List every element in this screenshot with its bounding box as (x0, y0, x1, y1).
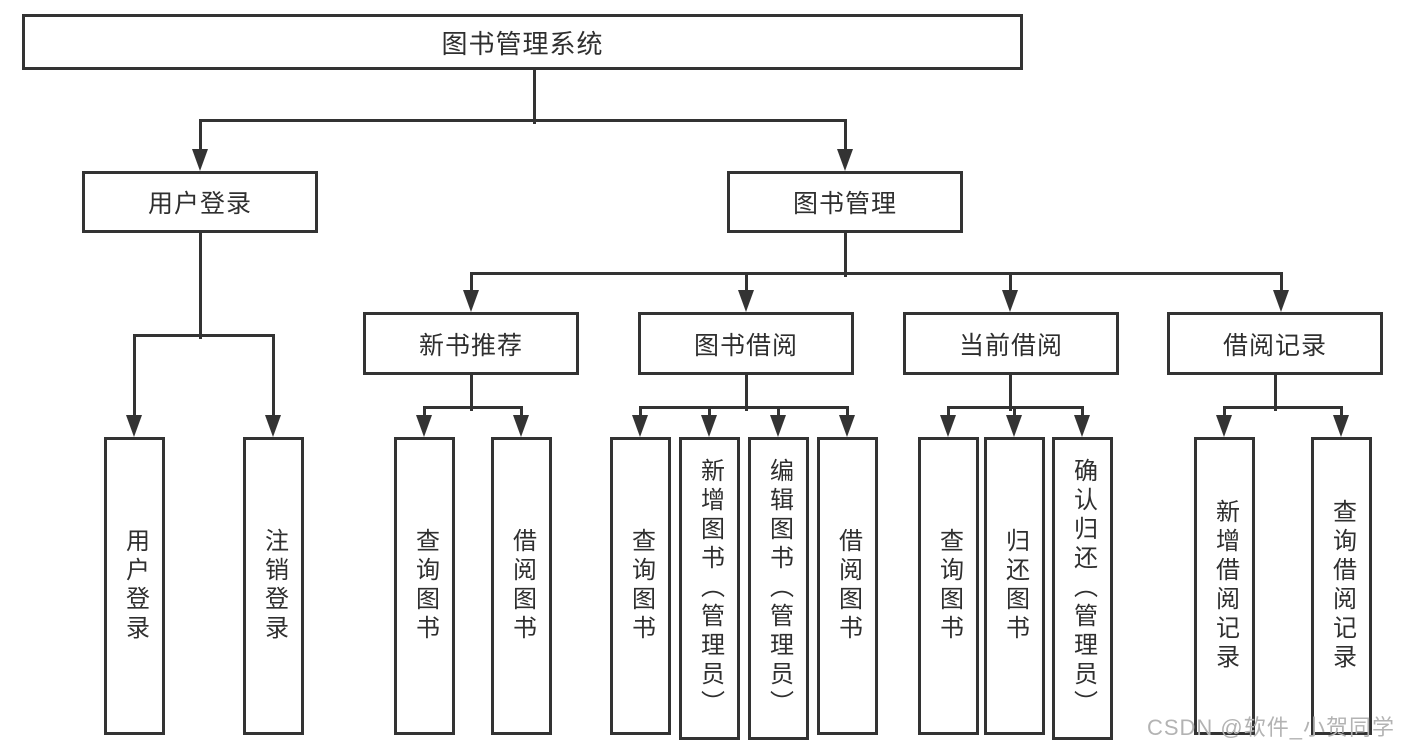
connector-arrow-stem (638, 405, 642, 417)
connector-hline (198, 118, 847, 122)
arrow-head (416, 415, 432, 437)
connector-arrow-stem (946, 405, 950, 417)
arrow-head (1333, 415, 1349, 437)
node-label: 图书管理 (792, 190, 897, 218)
connector-vline (532, 70, 536, 124)
connector-hline (469, 271, 1283, 275)
node-leaf-cb-query: 查询图书 (918, 437, 979, 735)
connector-arrow-stem (744, 271, 748, 292)
node-current-borrow: 当前借阅 (903, 312, 1119, 375)
node-borrow-records: 借阅记录 (1167, 312, 1383, 375)
node-label: 确认归还（管理员） (1069, 458, 1097, 719)
node-label: 当前借阅 (958, 331, 1063, 360)
arrow-head (770, 415, 786, 437)
arrow-head (839, 415, 855, 437)
connector-vline (744, 375, 748, 411)
arrow-head (632, 415, 648, 437)
node-label: 归还图书 (1001, 528, 1029, 644)
connector-vline (469, 375, 473, 411)
node-book-management: 图书管理 (727, 171, 963, 233)
node-leaf-bb-add: 新增图书（管理员） (679, 437, 740, 740)
connector-arrow-stem (519, 405, 523, 417)
connector-arrow-stem (1012, 405, 1016, 417)
connector-arrow-stem (132, 333, 136, 417)
node-new-book-recommend: 新书推荐 (363, 312, 579, 375)
node-leaf-nb-borrow: 借阅图书 (491, 437, 552, 735)
watermark: CSDN @软件_小贺同学 (1146, 715, 1395, 740)
node-leaf-cb-return: 归还图书 (984, 437, 1045, 735)
connector-arrow-stem (1279, 271, 1283, 292)
connector-vline (843, 233, 847, 277)
connector-arrow-stem (707, 405, 711, 417)
connector-arrow-stem (776, 405, 780, 417)
connector-arrow-stem (198, 118, 202, 151)
connector-arrow-stem (422, 405, 426, 417)
node-label: 借阅记录 (1222, 331, 1327, 360)
node-leaf-br-query: 查询借阅记录 (1311, 437, 1372, 735)
arrow-head (192, 149, 208, 171)
arrow-head (1273, 290, 1289, 312)
connector-arrow-stem (1222, 405, 1226, 417)
connector-vline (198, 233, 202, 339)
node-leaf-logout: 注销登录 (243, 437, 304, 735)
node-leaf-br-add: 新增借阅记录 (1194, 437, 1255, 735)
arrow-head (738, 290, 754, 312)
connector-arrow-stem (1339, 405, 1343, 417)
node-leaf-bb-edit: 编辑图书（管理员） (748, 437, 809, 740)
connector-hline (132, 333, 275, 337)
node-leaf-bb-borrow: 借阅图书 (817, 437, 878, 735)
arrow-head (126, 415, 142, 437)
node-label: 查询图书 (627, 528, 655, 644)
node-label: 图书管理系统 (441, 28, 604, 59)
node-label: 借阅图书 (834, 528, 862, 644)
node-label: 用户登录 (147, 190, 252, 218)
node-label: 编辑图书（管理员） (765, 458, 793, 719)
node-book-borrow: 图书借阅 (638, 312, 854, 375)
arrow-head (940, 415, 956, 437)
node-label: 借阅图书 (508, 528, 536, 644)
connector-arrow-stem (1080, 405, 1084, 417)
node-label: 查询图书 (935, 528, 963, 644)
connector-vline (1008, 375, 1012, 411)
node-label: 新增借阅记录 (1211, 499, 1239, 673)
arrow-head (1074, 415, 1090, 437)
connector-arrow-stem (469, 271, 473, 292)
node-leaf-bb-query: 查询图书 (610, 437, 671, 735)
connector-vline (1273, 375, 1277, 411)
node-label: 新书推荐 (418, 331, 523, 360)
node-label: 图书借阅 (693, 331, 798, 360)
arrow-head (1002, 290, 1018, 312)
connector-arrow-stem (1008, 271, 1012, 292)
connector-hline (422, 405, 523, 409)
arrow-head (265, 415, 281, 437)
node-user-login: 用户登录 (82, 171, 318, 233)
arrow-head (513, 415, 529, 437)
arrow-head (837, 149, 853, 171)
connector-arrow-stem (845, 405, 849, 417)
node-label: 注销登录 (260, 528, 288, 644)
connector-arrow-stem (271, 333, 275, 417)
node-leaf-nb-query: 查询图书 (394, 437, 455, 735)
arrow-head (1216, 415, 1232, 437)
node-root: 图书管理系统 (22, 14, 1023, 70)
node-label: 查询借阅记录 (1328, 499, 1356, 673)
connector-hline (1222, 405, 1343, 409)
arrow-head (463, 290, 479, 312)
node-label: 查询图书 (411, 528, 439, 644)
arrow-head (1006, 415, 1022, 437)
connector-hline (638, 405, 849, 409)
connector-arrow-stem (843, 118, 847, 151)
node-leaf-user-login: 用户登录 (104, 437, 165, 735)
arrow-head (701, 415, 717, 437)
node-label: 用户登录 (121, 528, 149, 644)
node-label: 新增图书（管理员） (696, 458, 724, 719)
node-leaf-cb-confirm: 确认归还（管理员） (1052, 437, 1113, 740)
